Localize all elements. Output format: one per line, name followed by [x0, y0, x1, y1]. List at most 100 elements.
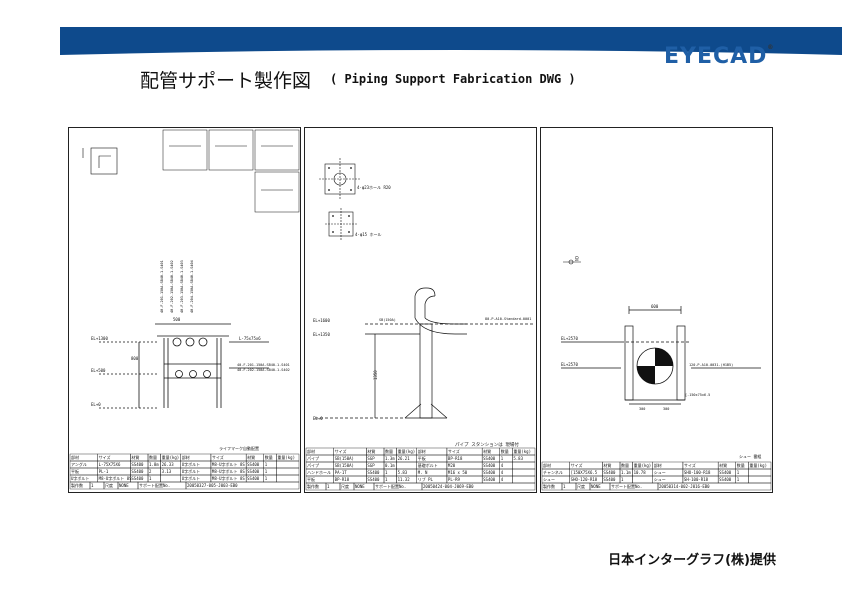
- bom-cell-text: SH-100-R18: [684, 477, 709, 482]
- bom-cell-text: M8-U字ボルト 8S: [99, 475, 132, 481]
- bom-cell-text: 5.83: [513, 456, 523, 461]
- section-label: シュー 番組: [739, 453, 761, 459]
- bom-cell-text: 平板: [418, 455, 426, 461]
- bom-cell: [748, 468, 772, 477]
- channel-label: [-150x75x6.5: [685, 393, 710, 397]
- bom-cell-text: 平板: [307, 476, 315, 482]
- bom-header-text: サイズ: [448, 448, 460, 454]
- bom-cell-text: SS400: [719, 477, 732, 482]
- bom-header-text: 数量: [737, 462, 745, 468]
- bom-cell-text: 0.1m: [385, 463, 395, 468]
- bom-cell-text: M8-U字ボルト 8S: [212, 468, 245, 474]
- title-block-text: 製作数: [307, 483, 319, 489]
- bom-header-text: 重量(kg): [749, 462, 767, 468]
- bom-cell-text: シュー: [543, 477, 555, 482]
- title-block-text: 尺度: [341, 483, 349, 489]
- bom-cell-text: SGP: [367, 463, 375, 468]
- bom-cell-text: M. N: [418, 470, 428, 475]
- bom-cell-text: 10.78: [634, 470, 647, 475]
- bom-header-text: 部材: [182, 454, 190, 460]
- title-block-text: 製作数: [71, 482, 83, 488]
- section-label: ライフマーク自動配置: [219, 445, 259, 451]
- bom-cell-text: アングル: [71, 461, 87, 467]
- bom-cell-text: リブ PL: [418, 476, 434, 482]
- line-label-b: 40-F-202-150A-SB40-1-S402: [237, 368, 290, 372]
- bom-cell-text: パイプ: [307, 455, 319, 461]
- bom-cell-text: [150X75X6.5: [571, 470, 598, 475]
- bom-cell-text: 1: [265, 462, 268, 467]
- bom-header-text: 数量: [149, 454, 157, 460]
- drawing-3-canvas: CN 600 EL+2570 EL+2570 120-P-A10-0031-(H…: [541, 256, 772, 491]
- bom-cell-text: L-75X75X6: [99, 462, 121, 467]
- line-tag: 40-F-202-150A-SB40-1-S402: [170, 260, 174, 313]
- bom-cell-text: SS400: [131, 462, 144, 467]
- bom-cell-text: U字ボルト: [71, 475, 89, 481]
- bom-cell-text: 1.3m: [385, 456, 395, 461]
- footer-credit: 日本インターグラフ(株)提供: [608, 553, 776, 568]
- logo-text: EYECAD: [664, 44, 768, 69]
- bom-header-text: 数量: [501, 448, 509, 454]
- title-block-text: 尺度: [105, 482, 113, 488]
- bom-header-text: 数量: [265, 454, 273, 460]
- page-subtitle: ( Piping Support Fabrication DWG ): [330, 72, 576, 86]
- bom-cell: [276, 460, 300, 469]
- bom-cell-text: 2: [149, 469, 152, 474]
- bom-cell-text: SS400: [367, 477, 380, 482]
- bom-cell-text: SS400: [367, 470, 380, 475]
- bom-cell-text: SS400: [483, 463, 496, 468]
- bom-cell-text: 1: [737, 477, 740, 482]
- bom-cell-text: 基礎ボルト: [418, 462, 438, 468]
- bom-cell-text: SS400: [247, 476, 260, 481]
- line-label: 120-P-A10-0031-(H1B5): [689, 363, 733, 367]
- bom-cell-text: PA-1T: [335, 470, 348, 475]
- bom-cell-text: シュー: [654, 477, 666, 482]
- bom-cell-text: SB(150A): [335, 463, 354, 468]
- title-block-text: サポート配置No.: [611, 483, 642, 489]
- bom-cell-text: 4: [501, 477, 504, 482]
- title-block-text: 尺度: [577, 483, 585, 489]
- bom-cell-text: SS400: [483, 477, 496, 482]
- bom-cell: [276, 474, 300, 483]
- bom-cell-text: M20: [448, 463, 456, 468]
- bom-cell-text: 5.83: [398, 470, 408, 475]
- page-title: 配管サポート製作図: [140, 70, 312, 92]
- bom-header-text: 材質: [603, 462, 611, 468]
- bom-cell-text: SS400: [603, 477, 616, 482]
- dim-top: 500: [173, 317, 181, 322]
- bom-cell-text: 1: [737, 470, 740, 475]
- bom-header-text: 部材: [654, 462, 662, 468]
- eyecad-logo: EYECAD®: [664, 44, 774, 69]
- bom-header-text: サイズ: [99, 454, 111, 460]
- bom-cell-text: M16 x 50: [448, 470, 468, 475]
- title-block-text: 20050424-004-J069-EB0: [423, 484, 474, 489]
- title-block-text: サポート配置No.: [139, 482, 170, 488]
- bom-cell-text: U字ボルト: [182, 475, 200, 481]
- line-tag: 40-F-204-150A-SB40-1-S404: [190, 260, 194, 313]
- section-label: パイプ スタンションは 現場付: [455, 441, 519, 448]
- title-block-cell: [185, 481, 300, 490]
- bom-cell-text: パイプ: [307, 462, 319, 468]
- bom-cell-text: シュー: [654, 470, 666, 475]
- bom-cell-text: 1: [385, 470, 388, 475]
- line-label-a: 40-F-201-150A-SB40-1-S401: [237, 363, 290, 367]
- bom-cell-text: 26.21: [398, 456, 411, 461]
- bom-cell-text: U字ボルト: [182, 468, 200, 474]
- bom-header-text: 重量(kg): [634, 462, 652, 468]
- bom-cell: [512, 461, 536, 470]
- bom-cell-text: 1: [501, 456, 504, 461]
- dim-1: 300: [639, 407, 645, 411]
- bom-cell-text: 1: [385, 477, 388, 482]
- drawing-2-canvas: 4-φ23ホール R20 4-φ15 ホール EL+1600 SB(150A) …: [305, 158, 536, 491]
- bom-header-text: 数量: [385, 448, 393, 454]
- bom-cell-text: SS400: [603, 470, 616, 475]
- bom-cell-text: PL-R9: [448, 477, 461, 482]
- bom-cell-text: SS400: [131, 476, 144, 481]
- title-block-text: NONE: [591, 484, 601, 489]
- bom-header-text: サイズ: [335, 448, 347, 454]
- title-block-text: 1: [91, 483, 94, 488]
